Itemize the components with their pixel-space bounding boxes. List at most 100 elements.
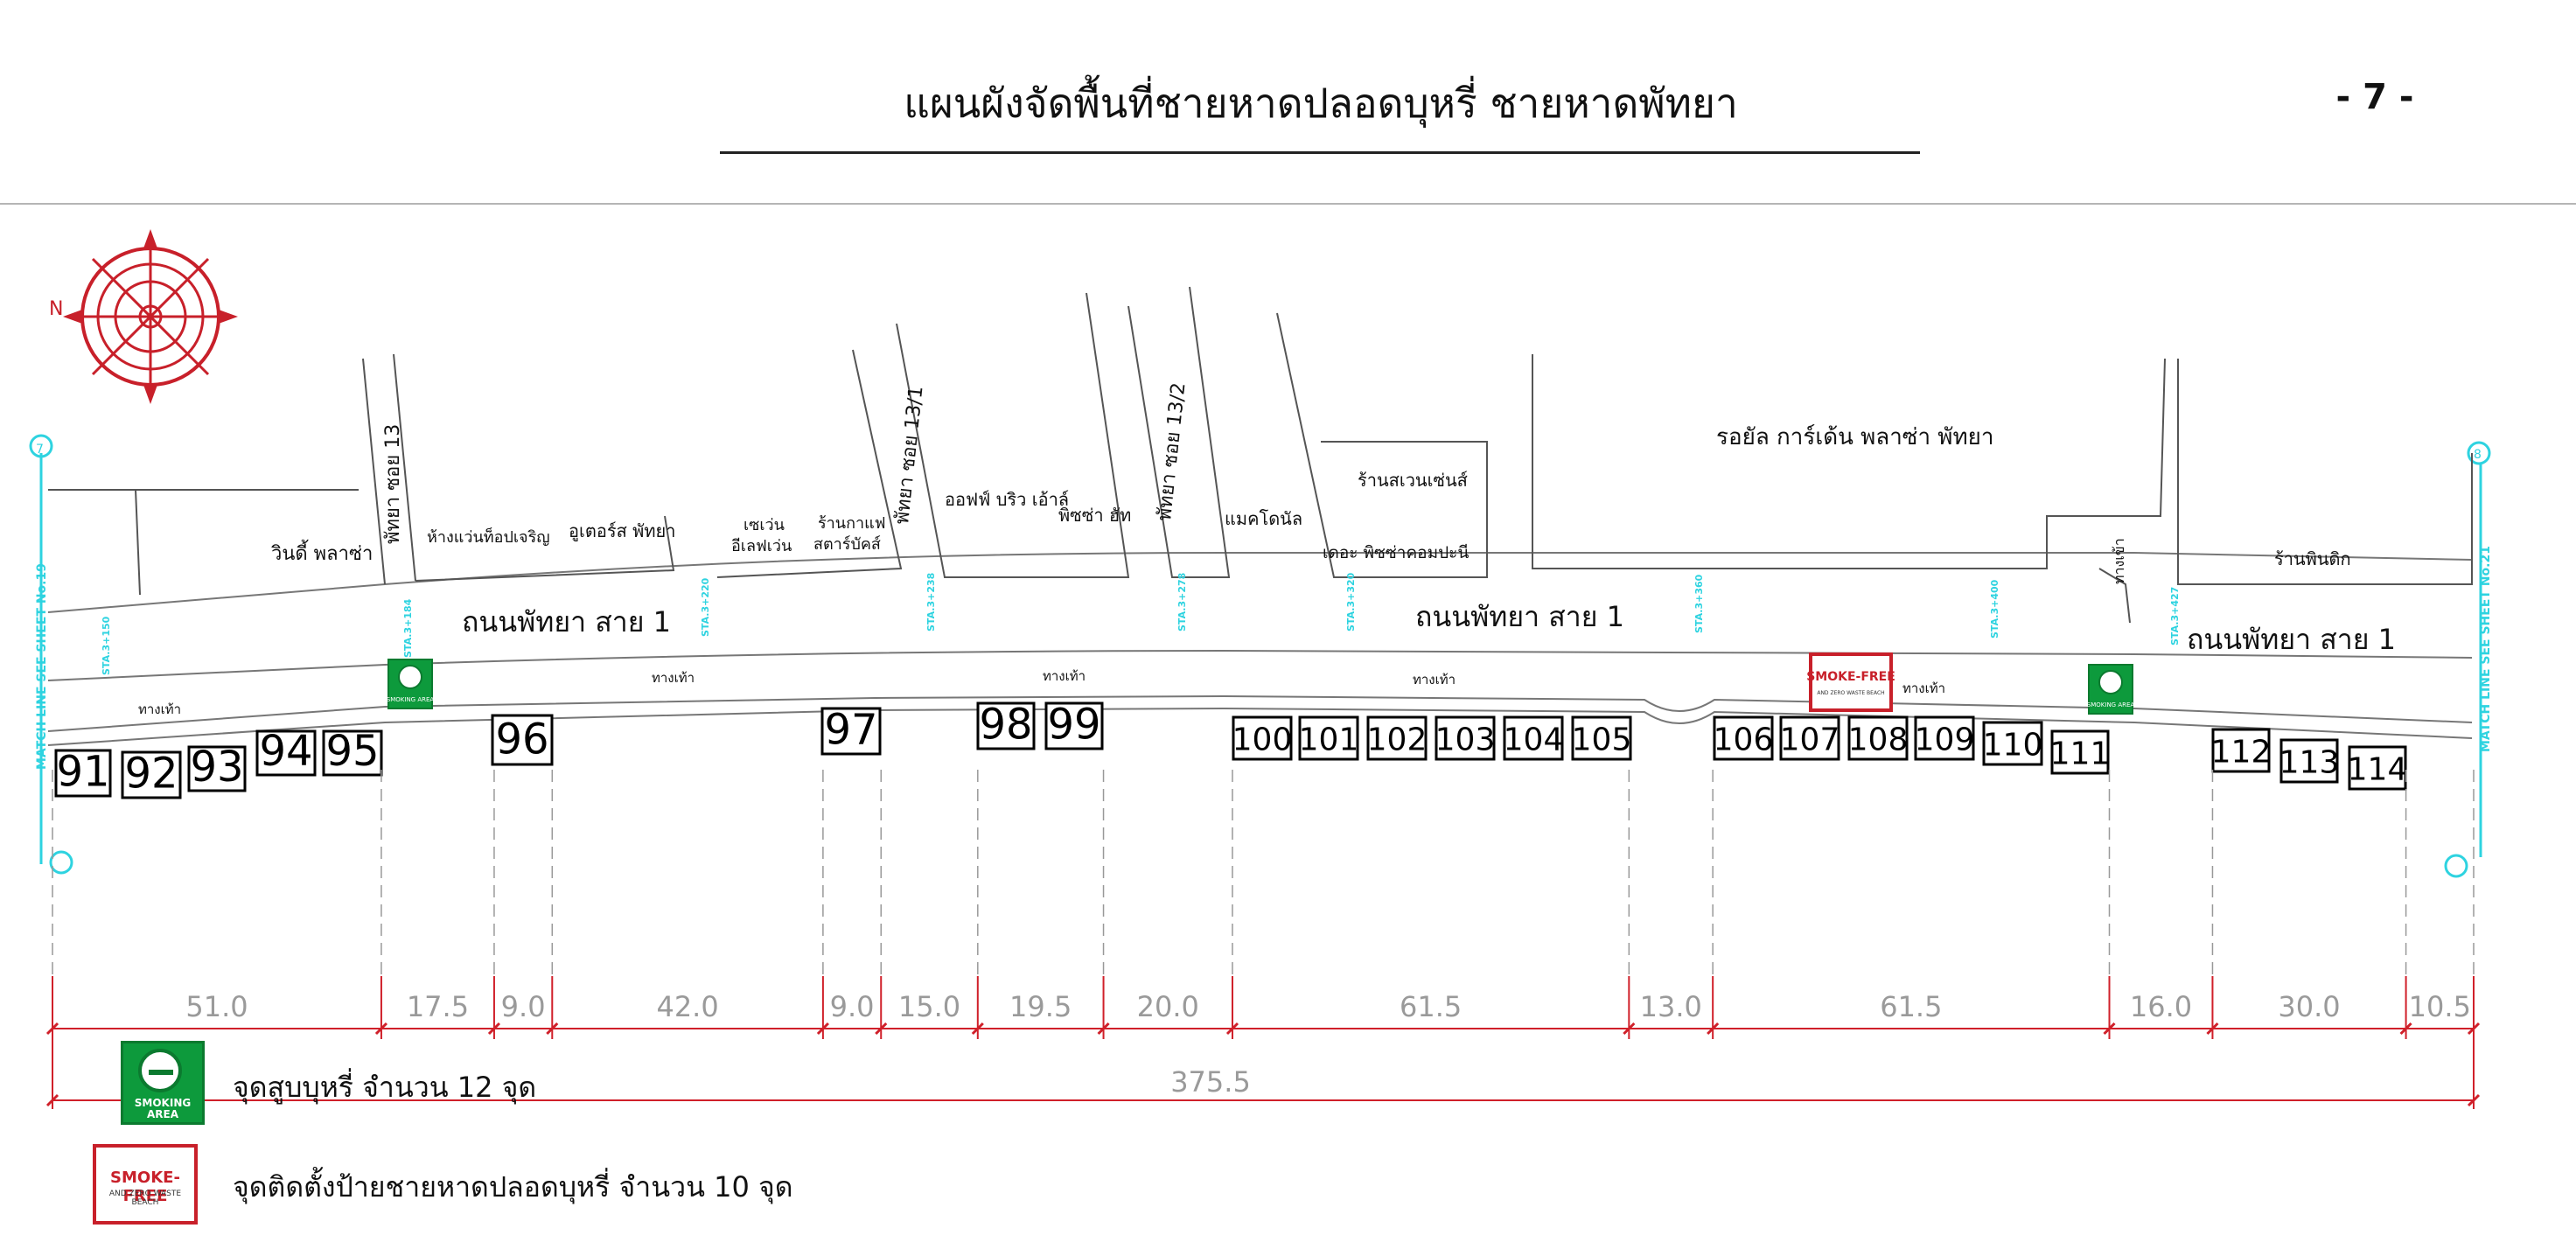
smoke-free-icon-sub: AND ZERO WASTE BEACH	[108, 1190, 182, 1207]
station-label: STA.3+220	[700, 577, 711, 637]
dimension-segment-label: 16.0	[2130, 990, 2192, 1023]
zone-box-94: 94	[255, 727, 317, 777]
dimension-slash	[1623, 1022, 1636, 1036]
zone-box-108: 108	[1847, 715, 1909, 761]
dimension-segment-label: 17.5	[407, 990, 469, 1023]
walkway-label: ทางเท้า	[138, 701, 181, 717]
smoking-area-icon: SMOKING AREA	[121, 1041, 205, 1125]
zone-box-110: 110	[1982, 721, 2043, 766]
zone-box-100: 100	[1232, 715, 1293, 761]
zone-box-92: 92	[121, 750, 182, 799]
station-labels: STA.3+150 STA.3+184 STA.3+220 STA.3+238 STA.…	[101, 572, 2181, 675]
compass-rose-icon	[63, 229, 238, 404]
zone-number: 95	[325, 727, 379, 776]
walkway-label: ทางเท้า	[1902, 680, 1945, 696]
zone-box-105: 105	[1571, 715, 1632, 761]
zone-number: 109	[1915, 722, 1975, 757]
zone-number: 100	[1232, 722, 1293, 757]
legend-smoke-free-sign-text: จุดติดตั้งป้ายชายหาดปลอดบุหรี่ จำนวน 10 …	[233, 1170, 793, 1204]
dimension-slash	[487, 1022, 501, 1036]
zone-number: 110	[1983, 727, 2043, 763]
dimension-segment-label: 9.0	[830, 990, 875, 1023]
dimension-slash	[816, 1022, 829, 1036]
dimension-slash	[1097, 1022, 1110, 1036]
zone-number: 108	[1848, 722, 1909, 757]
dimension-slash	[2206, 1022, 2219, 1036]
zone-number: 107	[1780, 722, 1840, 757]
page-number: - 7 -	[2335, 77, 2414, 117]
zone-number: 105	[1572, 722, 1632, 757]
compass-north-label: N	[49, 298, 63, 320]
title-underline	[720, 151, 1920, 154]
road-label-main-2: ถนนพัทยา สาย 1	[1415, 600, 1624, 633]
zone-box-104: 104	[1503, 715, 1564, 761]
zone-box-109: 109	[1914, 715, 1975, 761]
smoking-area-icon-caption: SMOKING AREA	[134, 1097, 192, 1120]
station-label: STA.3+278	[1176, 573, 1188, 631]
zone-number: 99	[1047, 701, 1100, 750]
dimension-slash	[546, 1022, 559, 1036]
station-label: STA.3+320	[1345, 572, 1357, 631]
legend-smoking-area: SMOKING AREA จุดสูบบุหรี่ จำนวน 12 จุด	[87, 1041, 875, 1146]
building-label-b1: วินดี้ พลาซ่า	[270, 540, 373, 565]
building-label-b12: ร้านพินดิก	[2274, 548, 2351, 569]
station-label: STA.3+400	[1989, 579, 2000, 638]
zone-box-99: 99	[1044, 701, 1104, 750]
zone-number: 113	[2279, 744, 2340, 780]
zone-number: 97	[824, 706, 877, 755]
dimension-slash	[1225, 1022, 1239, 1036]
road-label-main-3: ถนนพัทยา สาย 1	[2187, 623, 2396, 656]
page-header: แผนผังจัดพื้นที่ชายหาดปลอดบุหรี่ ชายหาดพ…	[0, 0, 2576, 205]
building-label-b8: แมคโดนัล	[1225, 508, 1302, 529]
zone-box-96: 96	[491, 714, 554, 766]
dimension-segment-label: 20.0	[1137, 990, 1199, 1023]
building-label-b11: รอยัล การ์เด้น พลาซ่า พัทยา	[1716, 424, 1993, 450]
walkway-label: ทางเท้า	[652, 670, 695, 686]
match-line-left	[29, 434, 73, 875]
zone-box-97: 97	[820, 706, 882, 756]
match-line-right-mark: 8	[2474, 448, 2482, 462]
building-label-b4a: เซเว่น	[743, 516, 785, 534]
road-outline	[47, 552, 2473, 746]
building-label-b6: ออฟฟ์ บริว เอ้าล์	[945, 489, 1069, 510]
smoke-free-icon-title: SMOKE-FREE	[110, 1169, 180, 1205]
dimension-segment-label: 19.5	[1009, 990, 1072, 1023]
dimension-segment-label: 10.5	[2409, 990, 2471, 1023]
dimension-slash	[2103, 1022, 2116, 1036]
zone-box-103: 103	[1435, 715, 1496, 761]
building-label-b9: ร้านสเวนเซ่นส์	[1358, 470, 1468, 491]
zone-box-93: 93	[187, 743, 247, 792]
zone-number: 101	[1299, 722, 1359, 757]
zone-number: 96	[495, 715, 548, 764]
building-labels: วินดี้ พลาซ่าห้างแว่นท็อปเจริญอูเตอร์ส พ…	[270, 424, 2350, 569]
legend-smoke-free-sign: SMOKE-FREE AND ZERO WASTE BEACH จุดติดตั…	[87, 1144, 875, 1249]
zone-box-102: 102	[1366, 715, 1428, 761]
dimension-segment-label: 15.0	[898, 990, 960, 1023]
walkway-label: ทางเท้า	[1413, 672, 1456, 687]
dimension-segment-label: 42.0	[656, 990, 718, 1023]
dimension-segment-label: 13.0	[1640, 990, 1702, 1023]
zone-number: 112	[2211, 734, 2272, 770]
zone-box-101: 101	[1298, 715, 1359, 761]
building-label-b3: อูเตอร์ส พัทยา	[569, 520, 675, 542]
zone-box-113: 113	[2279, 738, 2340, 784]
building-label-b10: เดอะ พิซซ่าคอมปะนี	[1323, 543, 1469, 562]
match-line-right	[2444, 441, 2491, 878]
smoke-free-sign-title: SMOKE-FREE	[1806, 670, 1895, 684]
building-outlines	[48, 286, 2473, 624]
road-label-soi-13: พัทยา ซอย 13	[382, 424, 404, 544]
zone-box-112: 112	[2211, 728, 2272, 773]
station-label: STA.3+150	[101, 616, 112, 675]
zone-number: 93	[190, 743, 243, 792]
dimension-slash	[2467, 1093, 2481, 1107]
road-label-lane: ทางเข้า	[2111, 538, 2127, 584]
station-label: STA.3+184	[402, 598, 414, 658]
station-label: STA.3+238	[925, 573, 937, 631]
zone-number: 102	[1367, 722, 1428, 757]
dimension-slash	[2399, 1022, 2412, 1036]
dimension-segment-label: 51.0	[185, 990, 248, 1023]
zone-number: 111	[2050, 736, 2111, 771]
